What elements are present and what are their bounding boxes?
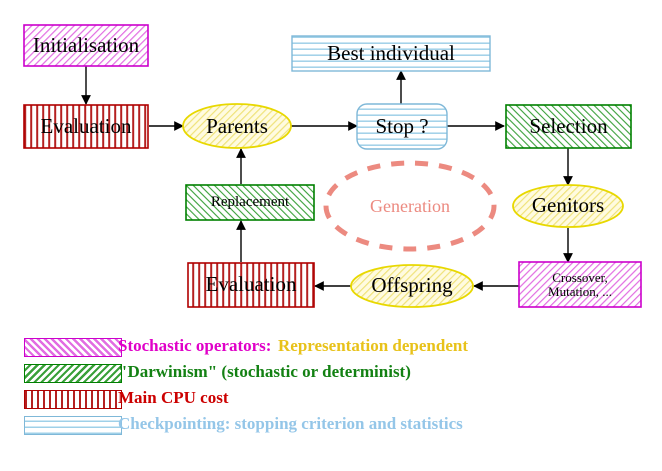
legend: Stochastic operators: Representation dep…: [0, 336, 662, 442]
legend-label-darwinism: "Darwinism" (stochastic or determinist): [118, 362, 411, 381]
legend-row-cpu: Main CPU cost: [0, 388, 662, 416]
node-replacement: [185, 184, 315, 221]
node-best-individual: [291, 35, 491, 72]
legend-row-darwinism: "Darwinism" (stochastic or determinist): [0, 362, 662, 390]
node-initialisation: [23, 24, 149, 67]
node-selection: [505, 104, 632, 149]
legend-label-cpu: Main CPU cost: [118, 388, 229, 407]
node-genitors: [512, 184, 624, 228]
node-evaluation-bottom: [187, 262, 315, 308]
legend-row-stochastic: Stochastic operators: Representation dep…: [0, 336, 662, 364]
node-evaluation-top: [23, 104, 149, 149]
node-generation-boundary: [323, 160, 497, 252]
node-offspring: [350, 264, 474, 308]
legend-label-representation: Representation dependent: [278, 336, 468, 355]
legend-swatch-checkpointing: [24, 416, 122, 435]
legend-label-checkpointing: Checkpointing: stopping criterion and st…: [118, 414, 463, 433]
legend-swatch-stochastic: [24, 338, 122, 357]
node-stop: [356, 103, 448, 150]
node-parents: [182, 103, 292, 149]
edge-layer: [81, 66, 573, 291]
node-crossover-mutation: [518, 261, 642, 308]
legend-swatch-darwinism: [24, 364, 122, 383]
legend-row-checkpointing: Checkpointing: stopping criterion and st…: [0, 414, 662, 442]
legend-label-stochastic: Stochastic operators:: [118, 336, 272, 355]
legend-swatch-cpu: [24, 390, 122, 409]
